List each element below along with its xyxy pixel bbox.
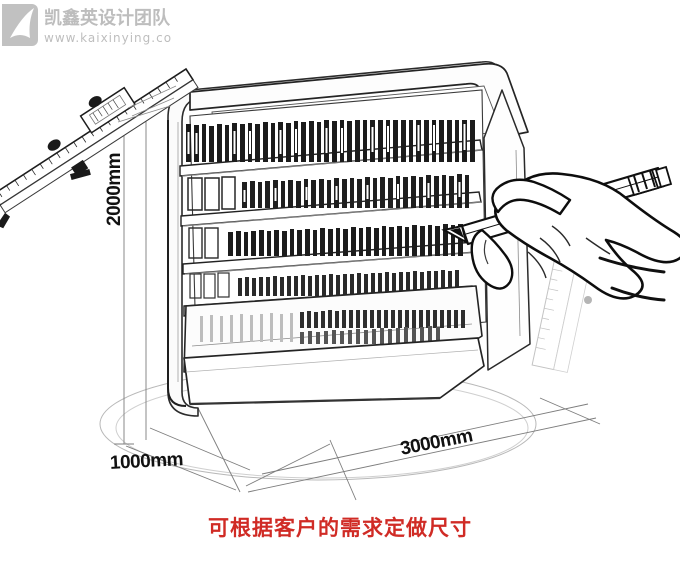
display-cabinet xyxy=(167,60,531,417)
dimension-lines xyxy=(114,89,601,501)
dimension-label-depth: 1000mm xyxy=(109,449,184,474)
customization-caption: 可根据客户的需求定做尺寸 xyxy=(208,516,472,540)
shelf-products-row2 xyxy=(187,174,469,211)
shelf-products-row4 xyxy=(189,270,459,299)
hand-holding-pencil xyxy=(441,165,680,304)
vernier-caliper xyxy=(0,67,199,229)
shelf-products-row3 xyxy=(188,224,463,259)
dimension-label-height: 2000mm xyxy=(104,152,125,226)
lower-bin-products xyxy=(200,310,465,344)
shelf-products-row1 xyxy=(186,120,475,162)
